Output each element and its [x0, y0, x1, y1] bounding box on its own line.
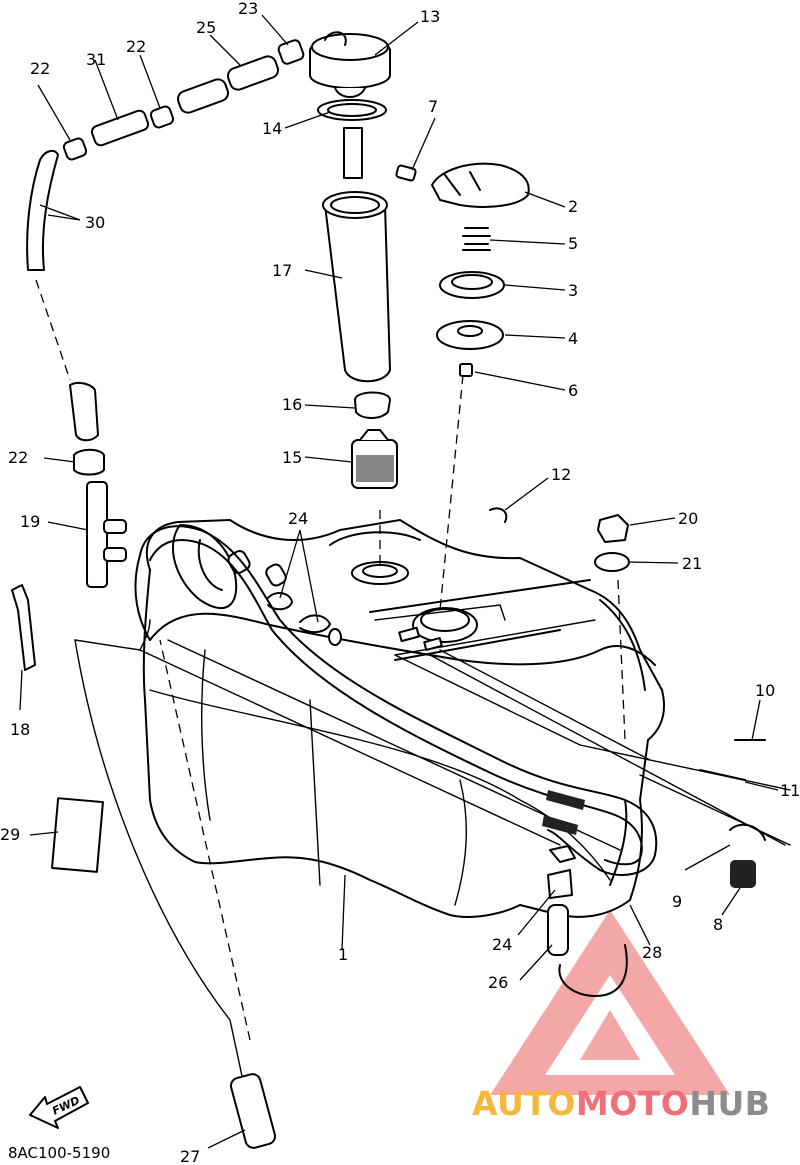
label-22-top: 22	[30, 59, 50, 78]
label-14: 14	[262, 119, 282, 138]
fuel-hose-loop	[134, 525, 658, 997]
label-8: 8	[713, 915, 723, 934]
fuel-cap	[309, 31, 391, 179]
label-27: 27	[180, 1147, 200, 1165]
label-22-mid: 22	[126, 37, 146, 56]
label-23: 23	[238, 0, 258, 18]
gauge-parts	[395, 162, 530, 377]
watermark-logo-triangle	[490, 910, 730, 1095]
label-24-bottom: 24	[492, 935, 512, 954]
fuel-tank	[142, 519, 666, 918]
label-29: 29	[0, 825, 20, 844]
watermark-part-hub: HUB	[689, 1084, 771, 1123]
filler-tube	[322, 191, 391, 383]
label-11: 11	[780, 781, 800, 800]
label-22-lower: 22	[8, 448, 28, 467]
leader-lines	[19, 14, 779, 1149]
fuel-filter	[351, 391, 398, 489]
watermark-part-moto: MOTO	[575, 1084, 690, 1123]
label-5: 5	[568, 234, 578, 253]
label-9: 9	[672, 892, 682, 911]
label-2: 2	[568, 197, 578, 216]
watermark-part-auto: AUTO	[472, 1084, 576, 1123]
label-19: 19	[20, 512, 40, 531]
label-13: 13	[420, 7, 440, 26]
diagram-code: 8AC100-5190	[8, 1144, 111, 1162]
label-24-top: 24	[288, 509, 308, 528]
watermark-brand: AUTOMOTOHUB	[472, 1084, 770, 1123]
label-16: 16	[282, 395, 302, 414]
label-15: 15	[282, 448, 302, 467]
label-31: 31	[86, 50, 106, 69]
label-28: 28	[642, 943, 662, 962]
breather-hoses	[11, 39, 766, 1149]
label-6: 6	[568, 381, 578, 400]
label-7: 7	[428, 97, 438, 116]
mounting-outlines	[35, 279, 791, 1091]
label-25: 25	[196, 18, 216, 37]
label-30: 30	[85, 213, 105, 232]
label-3: 3	[568, 281, 578, 300]
fwd-arrow-icon: FWD	[29, 1086, 89, 1129]
label-4: 4	[568, 329, 578, 348]
label-26: 26	[488, 973, 508, 992]
label-10: 10	[755, 681, 775, 700]
label-21: 21	[682, 554, 702, 573]
label-17: 17	[272, 261, 292, 280]
label-12: 12	[551, 465, 571, 484]
label-1: 1	[338, 945, 348, 964]
label-20: 20	[678, 509, 698, 528]
label-18: 18	[10, 720, 30, 739]
